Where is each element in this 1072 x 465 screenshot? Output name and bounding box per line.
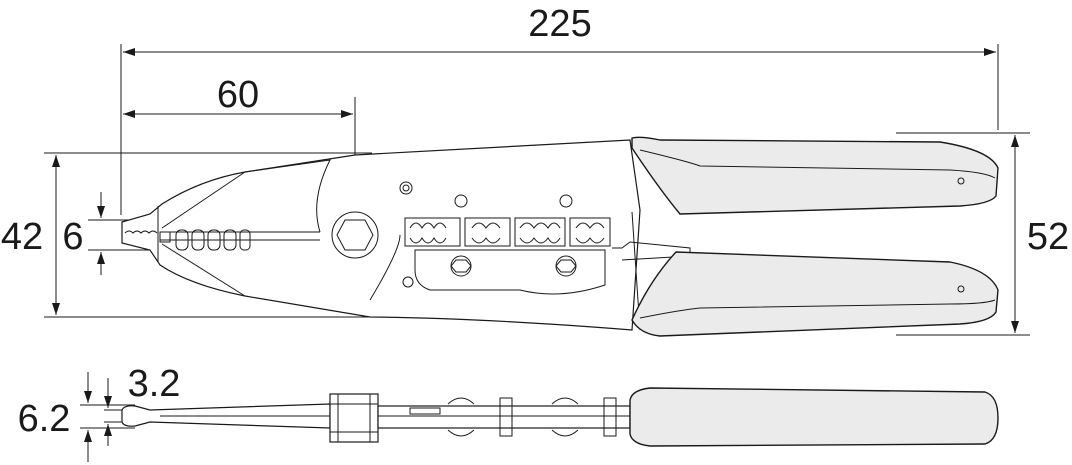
crimp-dies [404, 217, 611, 247]
head-height-label: 42 [1, 216, 43, 258]
head-length-label: 60 [217, 74, 259, 116]
pivot-nut [331, 211, 379, 259]
lower-handle [631, 251, 999, 337]
strip-holes [159, 229, 251, 251]
overall-length-dimension: 225 [120, 3, 999, 215]
side-thickness-dimension: 6.2 [18, 372, 135, 462]
upper-handle [631, 136, 999, 215]
handle-span-dimension: 52 [896, 132, 1069, 336]
side-view [121, 387, 999, 447]
overall-length-label: 225 [528, 3, 591, 45]
side-tip-label: 3.2 [128, 363, 181, 405]
head-length-dimension: 60 [123, 74, 356, 155]
tip-opening-label: 6 [62, 216, 83, 258]
head-height-dimension: 42 [1, 152, 372, 318]
side-tip-dimension: 3.2 [104, 363, 180, 446]
pliers-head [121, 139, 691, 331]
side-thickness-label: 6.2 [18, 398, 71, 440]
handle-span-label: 52 [1027, 216, 1069, 258]
